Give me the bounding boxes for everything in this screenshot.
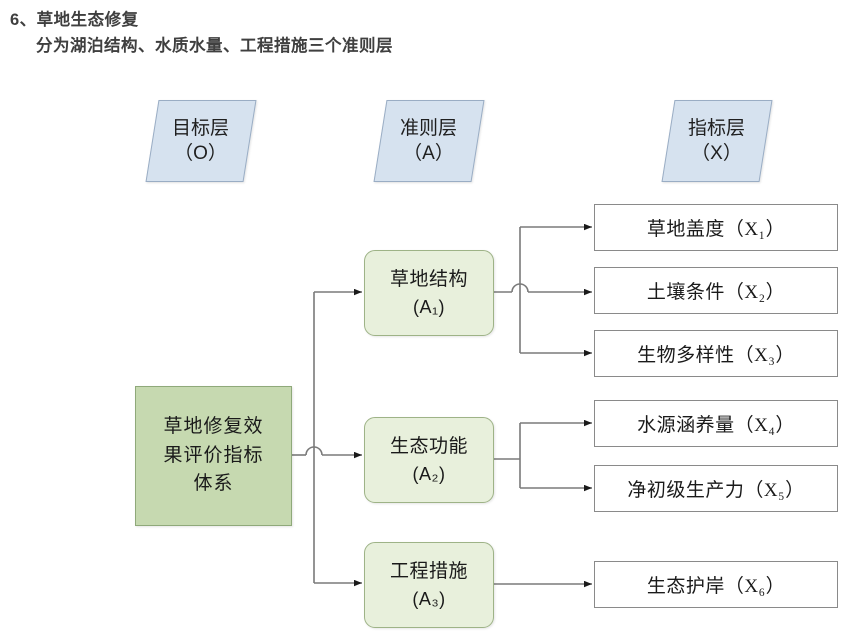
layer-tag-criteria-title: 准则层	[400, 117, 458, 139]
layer-tag-indicator[interactable]: 指标层 （X）	[661, 100, 773, 182]
layer-tag-indicator-code: （X）	[691, 143, 743, 164]
criteria-node-a3-code: (A₃)	[412, 588, 446, 609]
criteria-node-a2-label: 生态功能	[389, 436, 468, 458]
layer-tag-criteria-code: （A）	[403, 143, 455, 164]
goal-node-text: 草地修复效 果评价指标 体系	[163, 413, 263, 499]
indicator-node-x5[interactable]: 净初级生产力（X₅）	[594, 465, 838, 512]
layer-tag-goal-title: 目标层	[172, 117, 230, 139]
indicator-node-x2-label: 土壤条件（X₂）	[646, 282, 786, 303]
goal-node[interactable]: 草地修复效 果评价指标 体系	[135, 386, 292, 526]
criteria-node-a1-code: (A₁)	[412, 296, 446, 317]
indicator-node-x3-label: 生物多样性（X₃）	[637, 345, 795, 366]
layer-tag-goal[interactable]: 目标层 （O）	[145, 100, 257, 182]
indicator-node-x3[interactable]: 生物多样性（X₃）	[594, 330, 838, 377]
criteria-node-a1-text: 草地结构 (A₁)	[390, 266, 468, 320]
header-title-line: 6、草地生态修复	[10, 11, 139, 29]
criteria-node-a3-label: 工程措施	[389, 561, 468, 583]
indicator-node-x4-label: 水源涵养量（X₄）	[637, 415, 795, 436]
indicator-node-x1-label: 草地盖度（X₁）	[646, 219, 786, 240]
layer-tag-goal-code: （O）	[174, 143, 228, 164]
layer-tag-indicator-text: 指标层 （X）	[688, 116, 745, 166]
indicator-node-x6[interactable]: 生态护岸（X₆）	[594, 561, 838, 608]
wire-a1-hop	[511, 283, 529, 293]
goal-node-line-2: 果评价指标	[163, 444, 264, 466]
layer-tag-goal-text: 目标层 （O）	[172, 116, 229, 166]
layer-tag-criteria[interactable]: 准则层 （A）	[373, 100, 485, 182]
criteria-node-a1-label: 草地结构	[389, 269, 468, 291]
goal-node-line-1: 草地修复效	[163, 416, 264, 438]
criteria-node-a2-code: (A₂)	[412, 463, 446, 484]
layer-tag-criteria-text: 准则层 （A）	[400, 116, 457, 166]
layer-tag-indicator-title: 指标层	[688, 117, 746, 139]
header-subtitle-line: 分为湖泊结构、水质水量、工程措施三个准则层	[36, 36, 393, 55]
indicator-node-x1[interactable]: 草地盖度（X₁）	[594, 204, 838, 251]
indicator-node-x6-label: 生态护岸（X₆）	[646, 576, 786, 597]
criteria-node-a3-text: 工程措施 (A₃)	[390, 558, 468, 612]
indicator-node-x5-label: 净初级生产力（X₅）	[627, 480, 805, 501]
criteria-node-a3[interactable]: 工程措施 (A₃)	[364, 542, 494, 628]
goal-node-line-3: 体系	[193, 473, 234, 495]
criteria-node-a2-text: 生态功能 (A₂)	[390, 433, 468, 487]
criteria-node-a2[interactable]: 生态功能 (A₂)	[364, 417, 494, 503]
criteria-node-a1[interactable]: 草地结构 (A₁)	[364, 250, 494, 336]
slide-header: 6、草地生态修复 分为湖泊结构、水质水量、工程措施三个准则层	[0, 0, 850, 59]
indicator-node-x4[interactable]: 水源涵养量（X₄）	[594, 400, 838, 447]
indicator-node-x2[interactable]: 土壤条件（X₂）	[594, 267, 838, 314]
wire-goal-hop	[305, 446, 323, 456]
